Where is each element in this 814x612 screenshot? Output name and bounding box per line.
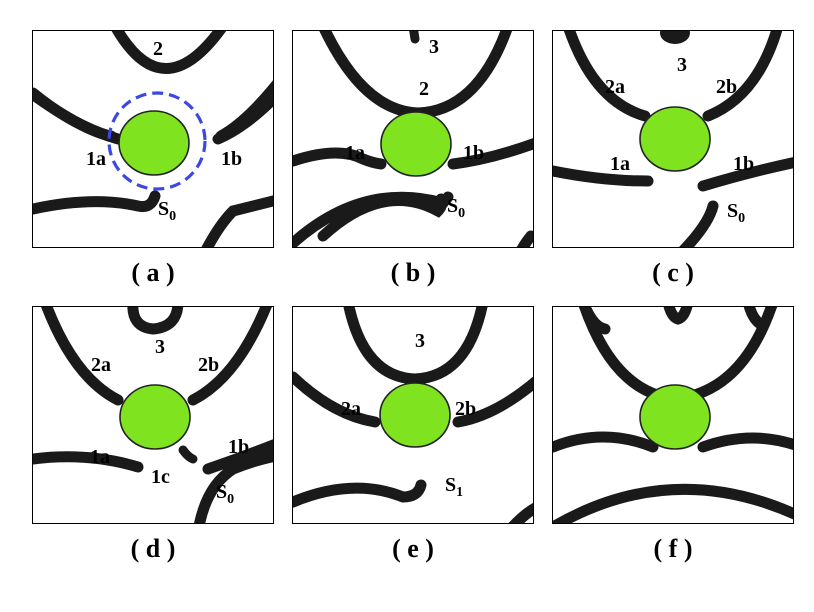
stripe-1b xyxy=(212,91,273,145)
caption-c: ( c ) xyxy=(652,258,694,287)
stripe-2b xyxy=(452,376,533,428)
label-1a: 1a xyxy=(86,148,106,170)
label-1b: 1b xyxy=(733,153,755,175)
label-2a: 2a xyxy=(341,398,361,420)
label-1b: 1b xyxy=(463,142,485,164)
label-2b: 2b xyxy=(716,76,738,98)
panel-b-drawing xyxy=(293,31,533,247)
stripe-1c xyxy=(178,445,198,464)
label-3: 3 xyxy=(429,36,439,58)
stripe-bottom-right xyxy=(508,502,533,523)
label-1c: 1c xyxy=(151,466,170,488)
panel-c-drawing xyxy=(553,31,793,247)
caption-e: ( e ) xyxy=(392,534,434,563)
stripe-bottom-right xyxy=(516,230,533,247)
stripe-s0-hook xyxy=(317,193,448,242)
stripe-3-blob xyxy=(660,31,690,44)
label-2b: 2b xyxy=(455,398,477,420)
label-2a: 2a xyxy=(605,76,625,98)
label-1a: 1a xyxy=(610,153,630,175)
label-2a: 2a xyxy=(91,354,111,376)
caption-a: ( a ) xyxy=(131,258,175,287)
label-1b: 1b xyxy=(228,436,250,458)
stripe-2a xyxy=(41,307,124,406)
panel-b: 3 2 1a 1b S0 xyxy=(292,30,534,248)
label-1a: 1a xyxy=(345,142,365,164)
obstacle-disk xyxy=(118,110,190,176)
stripe-2b xyxy=(702,31,783,122)
label-1a: 1a xyxy=(90,446,110,468)
stripe-s1 xyxy=(293,479,427,508)
panel-f-drawing xyxy=(553,307,793,523)
label-s0: S0 xyxy=(447,195,466,221)
stripe-1a xyxy=(33,451,144,473)
stripe-2b xyxy=(187,307,272,406)
stripe-2-arc xyxy=(111,31,227,74)
label-s0: S0 xyxy=(216,481,235,507)
stripe-3-ring xyxy=(127,307,184,335)
panel-f xyxy=(552,306,794,524)
stripe-right-lower xyxy=(201,195,273,247)
caption-d: ( d ) xyxy=(130,534,176,563)
stripe-s0 xyxy=(679,200,719,247)
label-2b: 2b xyxy=(198,354,220,376)
stripe-bottom xyxy=(553,483,793,523)
label-2: 2 xyxy=(419,78,429,100)
obstacle-disk xyxy=(380,111,452,177)
stripe-3-dot xyxy=(409,31,420,44)
stripe-1b xyxy=(697,157,793,192)
label-2: 2 xyxy=(153,38,163,60)
panel-e: 3 2a 2b S1 xyxy=(292,306,534,524)
panel-c: 3 2a 2b 1a 1b S0 xyxy=(552,30,794,248)
panel-e-drawing xyxy=(293,307,533,523)
obstacle-disk xyxy=(119,384,191,450)
stripe-1a xyxy=(553,165,654,187)
stripe-s0 xyxy=(194,450,273,523)
stripe-s0 xyxy=(33,190,161,215)
obstacle-disk xyxy=(639,106,711,172)
stripe-1b xyxy=(447,138,533,170)
caption-b: ( b ) xyxy=(390,258,436,287)
obstacle-disk xyxy=(639,384,711,450)
stripe-top-center xyxy=(663,307,693,325)
label-3: 3 xyxy=(415,330,425,352)
dashed-boundary-circle xyxy=(107,91,207,191)
label-s0: S0 xyxy=(158,198,177,224)
panel-d: 3 2a 2b 1a 1c 1b S0 xyxy=(32,306,274,524)
stripe-2a xyxy=(293,371,381,428)
panel-d-drawing xyxy=(33,307,273,523)
stripe-2a xyxy=(563,31,651,122)
stripe-lower-right xyxy=(697,432,793,453)
stripe-lower-left xyxy=(553,431,659,453)
stripe-1b xyxy=(202,439,273,475)
stripe-3-arc xyxy=(343,307,488,385)
label-3: 3 xyxy=(155,336,165,358)
panel-a-drawing xyxy=(33,31,273,247)
stripe-1a xyxy=(293,147,387,170)
label-s1: S1 xyxy=(445,474,464,500)
caption-f: ( f ) xyxy=(653,534,693,563)
label-s0: S0 xyxy=(727,200,746,226)
obstacle-disk xyxy=(379,382,451,448)
panel-a: 2 1a 1b S0 xyxy=(32,30,274,248)
stripe-1a xyxy=(33,87,124,145)
label-1b: 1b xyxy=(221,148,243,170)
label-3: 3 xyxy=(677,54,687,76)
